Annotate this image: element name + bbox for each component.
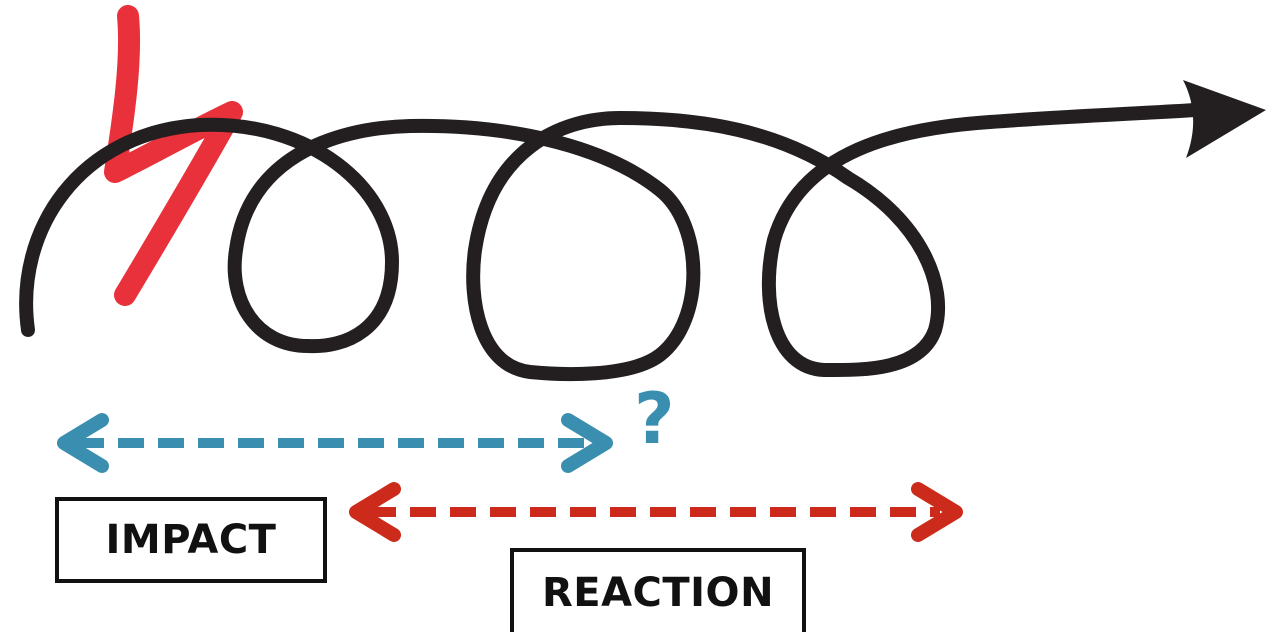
- looping-arrow-line: [19, 103, 1203, 382]
- impact-label: IMPACT: [105, 517, 277, 563]
- impact-span-arrow: [57, 413, 613, 473]
- impact-label-box: IMPACT: [55, 497, 327, 583]
- reaction-label-box: REACTION: [510, 548, 806, 632]
- question-mark: ?: [634, 378, 675, 460]
- lightning-bolt-icon: [104, 5, 243, 306]
- arrowhead-icon: [1183, 80, 1266, 158]
- reaction-label: REACTION: [541, 570, 775, 616]
- reaction-span-arrow: [349, 482, 963, 542]
